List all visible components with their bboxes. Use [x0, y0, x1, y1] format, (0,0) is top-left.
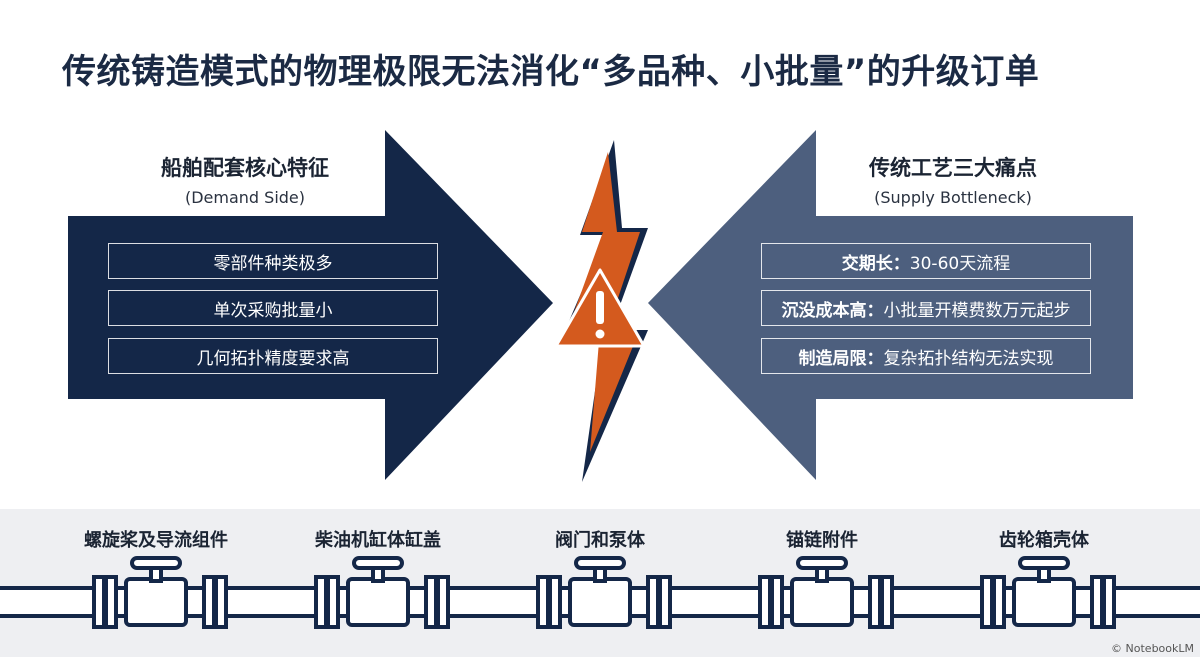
watermark: © NotebookLM — [1111, 642, 1194, 655]
pipe-flange — [1102, 575, 1116, 629]
demand-item: 几何拓扑精度要求高 — [108, 338, 438, 374]
component-label: 齿轮箱壳体 — [999, 530, 1089, 551]
component-label: 锚链附件 — [786, 530, 858, 551]
valve-body — [1012, 577, 1076, 627]
pipe-flange — [424, 575, 438, 629]
pipe-flange — [758, 575, 772, 629]
pipe-flange — [880, 575, 894, 629]
pipe-flange — [314, 575, 328, 629]
valve-body — [790, 577, 854, 627]
supply-item: 沉没成本高：小批量开模费数万元起步 — [761, 290, 1091, 326]
pipe-flange — [646, 575, 660, 629]
supply-item-text: 30-60天流程 — [909, 253, 1011, 274]
component-label: 阀门和泵体 — [555, 530, 645, 551]
pipe-flange — [980, 575, 994, 629]
arrows-diagram — [68, 130, 1133, 482]
pipe-flange — [104, 575, 118, 629]
pipe-flange — [536, 575, 550, 629]
component-label: 螺旋桨及导流组件 — [84, 530, 228, 551]
supply-item-label: 交期长： — [841, 253, 910, 274]
supply-item-text: 复杂拓扑结构无法实现 — [883, 348, 1054, 369]
pipe-flange — [202, 575, 216, 629]
pipe-flange — [1090, 575, 1104, 629]
valve-handwheel-icon — [574, 556, 626, 570]
demand-item: 单次采购批量小 — [108, 290, 438, 326]
supply-item: 制造局限：复杂拓扑结构无法实现 — [761, 338, 1091, 374]
pipeline-illustration — [0, 556, 1200, 629]
valve-handwheel-icon — [796, 556, 848, 570]
supply-item-label: 制造局限： — [798, 348, 884, 369]
supply-header: 传统工艺三大痛点 (Supply Bottleneck) — [838, 152, 1068, 207]
pipe-flange — [992, 575, 1006, 629]
page-title: 传统铸造模式的物理极限无法消化“多品种、小批量”的升级订单 — [62, 52, 1040, 92]
demand-item: 零部件种类极多 — [108, 243, 438, 279]
pipe-flange — [436, 575, 450, 629]
warning-triangle-icon — [554, 268, 646, 348]
demand-header: 船舶配套核心特征 (Demand Side) — [130, 152, 360, 207]
demand-arrow — [68, 130, 553, 480]
supply-heading: 传统工艺三大痛点 — [869, 156, 1037, 180]
component-label: 柴油机缸体缸盖 — [315, 530, 441, 551]
demand-subheading: (Demand Side) — [184, 188, 306, 207]
valve-handwheel-icon — [1018, 556, 1070, 570]
pipe-flange — [868, 575, 882, 629]
valve-body — [124, 577, 188, 627]
pipe-flange — [214, 575, 228, 629]
pipe-flange — [548, 575, 562, 629]
valve-body — [346, 577, 410, 627]
supply-item: 交期长：30-60天流程 — [761, 243, 1091, 279]
pipe-flange — [92, 575, 106, 629]
supply-item-text: 小批量开模费数万元起步 — [883, 300, 1071, 321]
supply-item-label: 沉没成本高： — [781, 300, 884, 321]
pipe-flange — [770, 575, 784, 629]
valve-body — [568, 577, 632, 627]
supply-arrow — [648, 130, 1133, 480]
pipe-flange — [326, 575, 340, 629]
pipe-flange — [658, 575, 672, 629]
valve-handwheel-icon — [352, 556, 404, 570]
demand-heading: 船舶配套核心特征 — [161, 156, 329, 180]
supply-subheading: (Supply Bottleneck) — [874, 188, 1032, 207]
valve-handwheel-icon — [130, 556, 182, 570]
